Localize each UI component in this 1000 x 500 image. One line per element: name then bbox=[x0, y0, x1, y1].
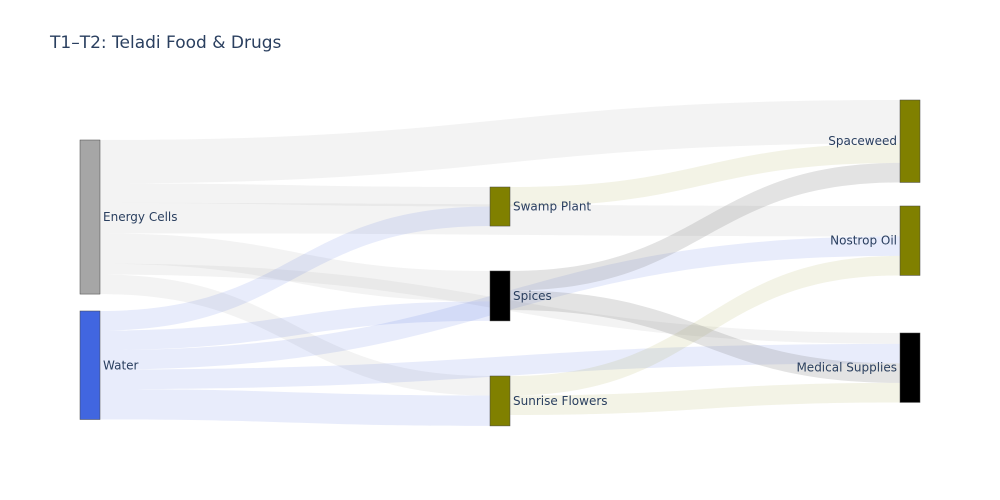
link-sunrise-nostrop[interactable] bbox=[510, 255, 900, 396]
node-medical[interactable] bbox=[899, 332, 921, 403]
node-swamp[interactable] bbox=[489, 186, 511, 227]
link-sunrise-medical[interactable] bbox=[510, 382, 900, 416]
link-swamp-spaceweed[interactable] bbox=[510, 143, 900, 207]
node-label-swamp: Swamp Plant bbox=[513, 200, 591, 214]
node-label-energy: Energy Cells bbox=[103, 210, 178, 224]
node-label-sunrise: Sunrise Flowers bbox=[513, 394, 608, 408]
node-label-spaceweed: Spaceweed bbox=[828, 134, 897, 148]
link-spices-spaceweed[interactable] bbox=[510, 162, 900, 291]
node-label-nostrop: Nostrop Oil bbox=[830, 234, 897, 248]
node-spaceweed[interactable] bbox=[899, 99, 921, 183]
link-energy-spices[interactable] bbox=[100, 233, 490, 302]
chart-title: T1–T2: Teladi Food & Drugs bbox=[50, 33, 282, 53]
node-energy[interactable] bbox=[79, 139, 101, 295]
link-water-spices[interactable] bbox=[100, 301, 490, 351]
link-water-sunrise[interactable] bbox=[100, 389, 490, 426]
node-label-spices: Spices bbox=[513, 289, 552, 303]
node-nostrop[interactable] bbox=[899, 205, 921, 276]
link-energy-swamp[interactable] bbox=[100, 183, 490, 207]
node-label-water: Water bbox=[103, 358, 139, 372]
sankey-nodes bbox=[79, 99, 921, 427]
link-water-medical[interactable] bbox=[100, 343, 900, 390]
node-label-medical: Medical Supplies bbox=[796, 361, 897, 375]
link-energy-spaceweed[interactable] bbox=[100, 100, 900, 184]
node-spices[interactable] bbox=[489, 270, 511, 322]
node-sunrise[interactable] bbox=[489, 375, 511, 427]
link-spices-medical[interactable] bbox=[510, 290, 900, 383]
link-energy-sunrise[interactable] bbox=[100, 274, 490, 396]
node-water[interactable] bbox=[79, 310, 101, 420]
link-water-swamp[interactable] bbox=[100, 206, 490, 331]
